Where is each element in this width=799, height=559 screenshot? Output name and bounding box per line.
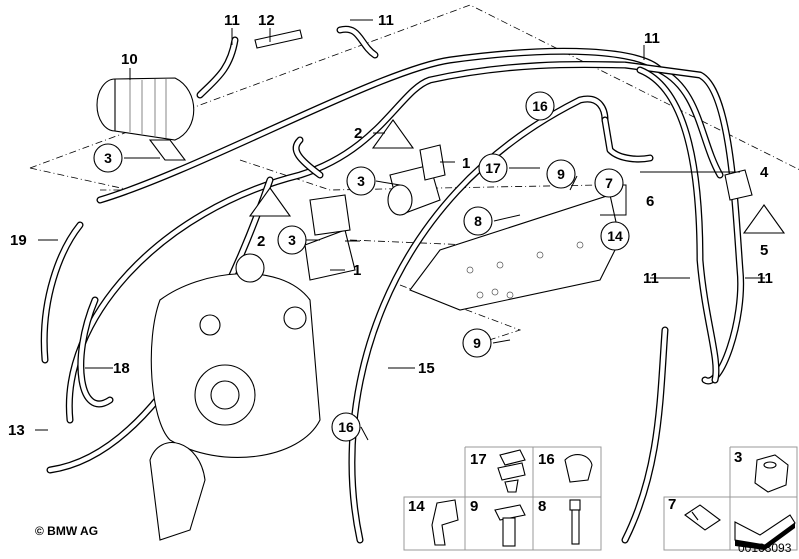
callout: 1 xyxy=(353,262,361,279)
turbocharger xyxy=(149,253,321,541)
callout: 2 xyxy=(354,125,362,142)
clip-16-icon xyxy=(564,454,593,483)
callout: 18 xyxy=(113,360,130,377)
vacuum-reservoir xyxy=(96,77,195,161)
clip-14-icon xyxy=(431,499,459,546)
circled-callout: 9 xyxy=(557,166,565,182)
callout: 11 xyxy=(378,12,394,29)
parts-legend-grid: 17 16 14 9 8 3 7 xyxy=(403,446,798,551)
callout: 5 xyxy=(760,242,768,259)
circled-callout: 16 xyxy=(338,419,354,435)
circled-callout: 17 xyxy=(485,160,501,176)
bolt-8-icon xyxy=(569,499,581,545)
callout: 10 xyxy=(121,51,138,68)
legend-label: 16 xyxy=(538,451,555,468)
solenoid-valve-lower xyxy=(304,194,356,281)
legend-label: 9 xyxy=(470,498,478,515)
clip-17-icon xyxy=(497,449,526,493)
circled-callout: 14 xyxy=(607,228,623,244)
legend-label: 17 xyxy=(470,451,487,468)
callout: 11 xyxy=(643,270,659,287)
bolt-9-icon xyxy=(494,504,526,547)
callout: 11 xyxy=(224,12,240,29)
callout: 2 xyxy=(257,233,265,250)
callout-labels: 11 12 11 10 11 2 1 4 6 5 2 1 11 11 19 18… xyxy=(8,12,773,439)
hoses xyxy=(40,25,745,544)
circled-callout: 3 xyxy=(357,173,365,189)
circled-callout: 16 xyxy=(532,98,548,114)
legend-label: 8 xyxy=(538,498,546,515)
callout: 15 xyxy=(418,360,435,377)
circled-callout: 3 xyxy=(104,150,112,166)
circled-callout: 9 xyxy=(473,335,481,351)
callout: 11 xyxy=(644,30,660,47)
nut-3-icon xyxy=(754,454,789,493)
legend-label: 14 xyxy=(408,498,425,515)
t-piece-12 xyxy=(254,29,303,49)
leader-lines xyxy=(35,19,765,441)
warning-triangle-icons xyxy=(248,119,786,234)
copyright: © BMW AG xyxy=(35,524,99,538)
arrow-icon xyxy=(734,514,796,550)
connector-4 xyxy=(724,169,753,201)
circled-callouts: 3 16 3 17 9 7 8 14 3 9 16 xyxy=(93,91,630,442)
callout: 6 xyxy=(646,193,654,210)
callout: 4 xyxy=(760,164,769,181)
circled-callout: 8 xyxy=(474,213,482,229)
callout: 19 xyxy=(10,232,27,249)
circled-callout: 3 xyxy=(288,232,296,248)
callout: 1 xyxy=(462,155,470,172)
solenoid-valve-upper xyxy=(387,144,446,216)
callout: 11 xyxy=(757,270,773,287)
legend-label: 7 xyxy=(668,496,676,513)
callout: 12 xyxy=(258,12,275,29)
circled-callout: 7 xyxy=(605,175,613,191)
legend-label: 3 xyxy=(734,449,742,466)
clip-7-icon xyxy=(684,504,721,531)
callout: 13 xyxy=(8,422,25,439)
image-id: 00163093 xyxy=(738,541,792,555)
